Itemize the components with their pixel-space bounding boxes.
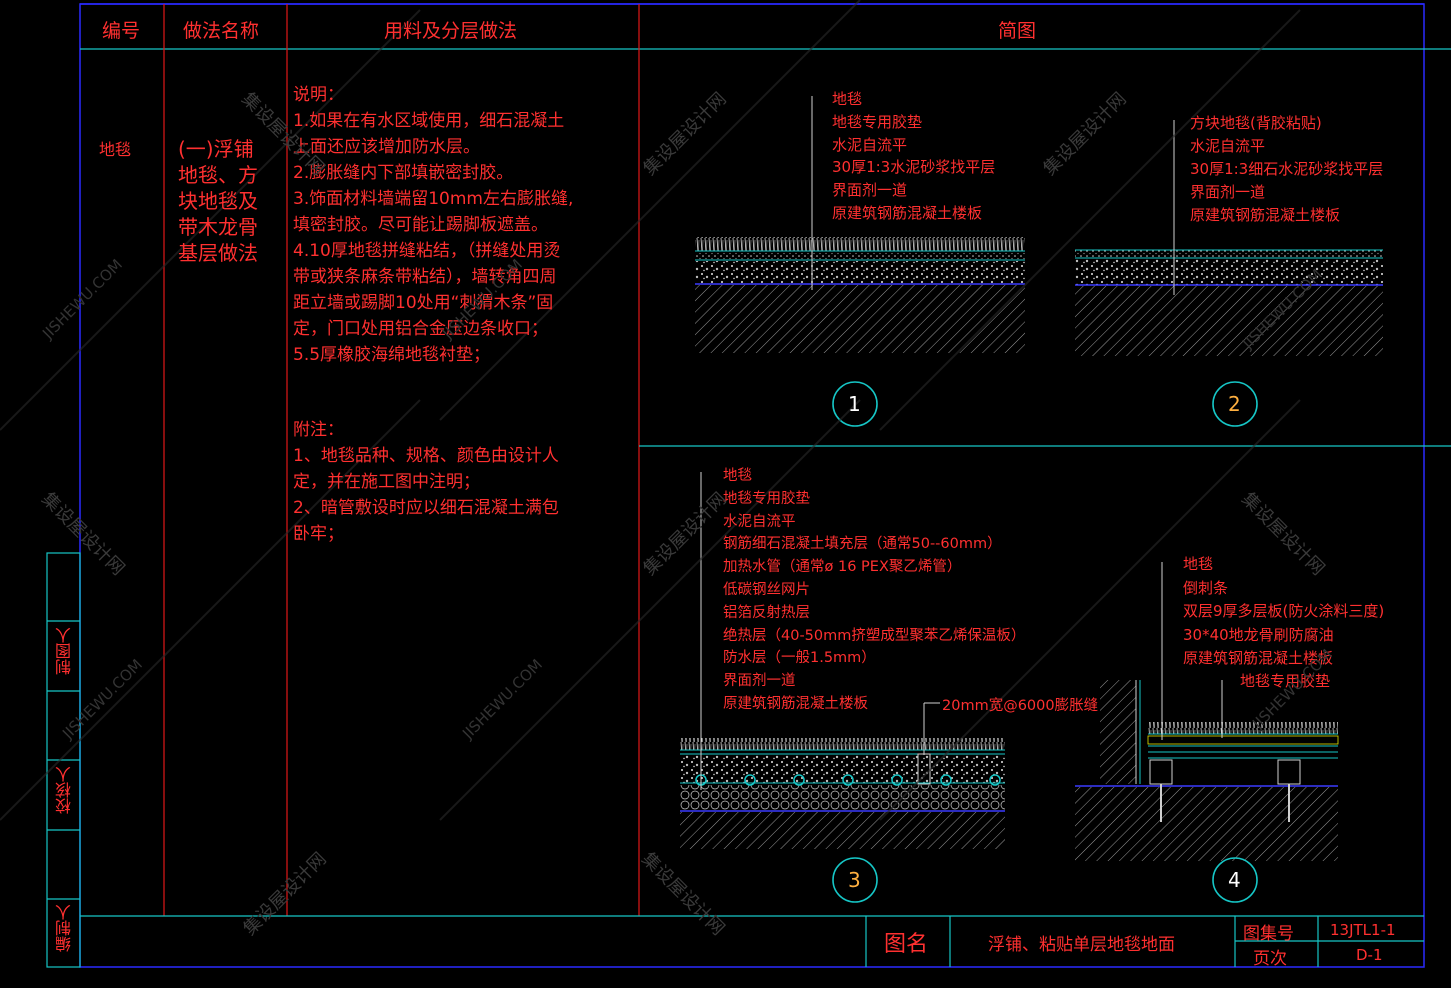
detail-3-labels: 地毯 地毯专用胶垫 水泥自流平 钢筋细石混凝土填充层（通常50--60mm） 加…	[723, 465, 1025, 716]
detail-2-section	[1075, 120, 1383, 356]
layer-label: 水泥自流平	[1190, 137, 1266, 155]
note-line: 填密封胶。尽可能让踢脚板遮盖。	[293, 215, 548, 235]
detail-3-joint-note: 20mm宽@6000膨胀缝	[942, 698, 1099, 714]
layer-label: 原建筑钢筋混凝土楼板	[1190, 206, 1341, 224]
layer-label: 钢筋细石混凝土填充层（通常50--60mm）	[723, 536, 1002, 553]
layer-label: 水泥自流平	[723, 513, 796, 530]
appendix-line: 2、暗管敷设时应以细石混凝土满包	[293, 498, 559, 518]
detail-1-number: 1	[848, 392, 861, 416]
layer-label: 水泥自流平	[832, 135, 908, 154]
note-line: 5.5厚橡胶海绵地毯衬垫；	[293, 345, 491, 365]
layer-label: 原建筑钢筋混凝土楼板	[832, 203, 983, 222]
notes-block: 说明： 1.如果在有水区域使用，细石混凝土 上面还应该增加防水层。 2.膨胀缝内…	[293, 82, 573, 368]
layer-label: 倒刺条	[1183, 578, 1229, 597]
note-line: 上面还应该增加防水层。	[293, 137, 480, 157]
layer-label: 方块地毯(背胶粘贴)	[1190, 114, 1322, 132]
note-line: 带或狭条麻条带粘结），墙转角四周	[293, 267, 557, 287]
note-line: 3.饰面材料墙端留10mm左右膨胀缝,	[293, 189, 574, 209]
layer-label: 地毯专用胶垫	[723, 490, 810, 507]
sidebar-label-checker: 校核人	[55, 766, 74, 814]
layer-label: 低碳钢丝网片	[723, 581, 810, 598]
layer-label: 防水层（一般1.5mm）	[723, 650, 876, 667]
appendix-block: 附注： 1、地毯品种、规格、颜色由设计人 定，并在施工图中注明； 2、暗管敷设时…	[293, 417, 559, 547]
appendix-line: 定，并在施工图中注明；	[293, 472, 480, 492]
layer-label: 地毯	[1183, 555, 1214, 573]
layer-label: 原建筑钢筋混凝土楼板	[1183, 649, 1334, 667]
layer-label: 界面剂一道	[723, 673, 796, 690]
layer-label: 界面剂一道	[832, 181, 908, 200]
detail-1-section	[695, 96, 1025, 353]
note-line: 4.10厚地毯拼缝粘结，（拼缝处用烫	[293, 241, 561, 261]
note-line: 距立墙或踢脚10处用“刺猬木条”固	[293, 293, 554, 313]
layer-label: 绝热层（40-50mm挤塑成型聚苯乙烯保温板）	[723, 627, 1026, 644]
appendix-line: 附注：	[293, 420, 344, 440]
layer-label: 地毯	[832, 90, 863, 108]
detail-1-labels: 地毯 地毯专用胶垫 水泥自流平 30厚1:3水泥砂浆找平层 界面剂一道 原建筑钢…	[832, 88, 995, 225]
appendix-line: 卧牢；	[293, 524, 344, 544]
note-line: 定，门口处用铝合金压边条收口；	[293, 319, 548, 339]
detail-4-pad-note: 地毯专用胶垫	[1240, 672, 1331, 690]
layer-label: 30厚1:3水泥砂浆找平层	[832, 158, 996, 177]
method-name-line: 带木龙骨	[178, 215, 258, 239]
detail-2-labels: 方块地毯(背胶粘贴) 水泥自流平 30厚1:3细石水泥砂浆找平层 界面剂一道 原…	[1190, 112, 1383, 227]
sidebar-label-drafter: 制图人	[55, 627, 74, 675]
detail-4-number: 4	[1228, 868, 1241, 892]
layer-label: 原建筑钢筋混凝土楼板	[723, 695, 868, 712]
detail-4-labels: 地毯 倒刺条 双层9厚多层板(防火涂料三度) 30*40地龙骨刷防腐油 原建筑钢…	[1183, 553, 1384, 671]
detail-3-number: 3	[848, 868, 861, 892]
layer-label: 加热水管（通常ø 16 PEX聚乙烯管）	[723, 559, 962, 576]
appendix-line: 1、地毯品种、规格、颜色由设计人	[293, 446, 559, 466]
method-name-line: 基层做法	[178, 241, 258, 265]
layer-label: 双层9厚多层板(防火涂料三度)	[1183, 602, 1385, 620]
note-line: 1.如果在有水区域使用，细石混凝土	[293, 111, 565, 131]
note-line: 2.膨胀缝内下部填嵌密封胶。	[293, 163, 514, 183]
header-col-material: 用料及分层做法	[384, 20, 518, 42]
layer-label: 铝箔反射热层	[723, 604, 810, 621]
layer-label: 地毯专用胶垫	[832, 112, 923, 131]
header-col-no: 编号	[102, 20, 141, 42]
detail-4-section	[1075, 562, 1339, 861]
method-name-line: (一)浮铺	[178, 137, 254, 161]
detail-2-number: 2	[1228, 392, 1241, 416]
layer-label: 界面剂一道	[1190, 183, 1266, 201]
method-name-line: 地毯、方	[178, 163, 258, 187]
titleblock-title: 浮铺、粘贴单层地毯地面	[988, 935, 1175, 955]
layer-label: 地毯	[723, 468, 752, 484]
method-name: (一)浮铺 地毯、方 块地毯及 带木龙骨 基层做法	[178, 136, 258, 266]
layer-label: 30厚1:3细石水泥砂浆找平层	[1190, 160, 1384, 178]
header-col-sketch: 简图	[998, 20, 1037, 42]
sidebar-label-author: 编制人	[55, 904, 74, 952]
titleblock-atlas-label: 图集号	[1243, 924, 1294, 944]
detail-3-section	[680, 472, 1005, 849]
titleblock-atlas-value: 13JTL1-1	[1330, 921, 1396, 939]
titleblock-name-label: 图名	[884, 932, 929, 957]
header-col-name: 做法名称	[183, 20, 260, 42]
row-code: 地毯	[99, 140, 132, 159]
note-line: 说明：	[293, 85, 344, 105]
titleblock-page-value: D-1	[1356, 946, 1383, 964]
method-name-line: 块地毯及	[178, 189, 258, 213]
layer-label: 30*40地龙骨刷防腐油	[1183, 625, 1334, 644]
titleblock-page-label: 页次	[1253, 949, 1287, 969]
